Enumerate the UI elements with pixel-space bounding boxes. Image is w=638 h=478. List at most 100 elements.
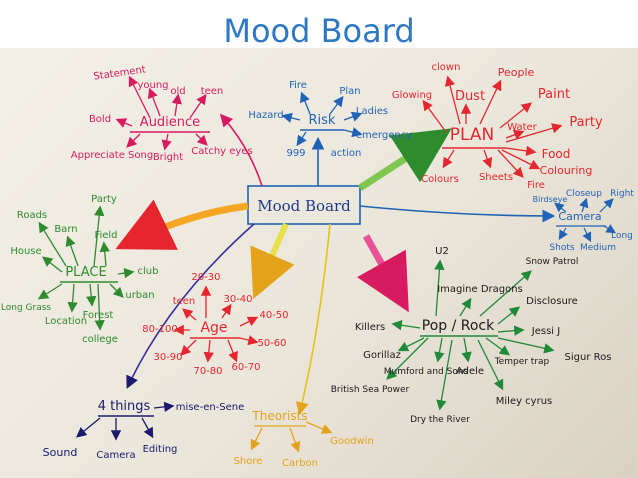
place-word: college bbox=[82, 334, 118, 345]
place-word: Location bbox=[45, 316, 87, 327]
audience-branch bbox=[126, 133, 141, 148]
camera-word: Right bbox=[610, 189, 634, 199]
camera-branch bbox=[558, 227, 568, 241]
age-word: 20-30 bbox=[191, 272, 220, 283]
place-word: Party bbox=[91, 194, 117, 205]
pop-rock-word: British Sea Power bbox=[331, 385, 410, 395]
pop-rock-branch bbox=[391, 320, 421, 331]
theorists-word: Shore bbox=[234, 456, 263, 467]
place-word: urban bbox=[125, 290, 154, 301]
pop-rock-word: Gorillaz bbox=[363, 350, 401, 361]
plan-word: Glowing bbox=[392, 90, 432, 101]
four-things-word: Editing bbox=[143, 444, 178, 455]
plan-branch bbox=[479, 79, 502, 125]
four-things-branch bbox=[153, 401, 175, 413]
audience-label: Audience bbox=[140, 115, 200, 130]
pop-rock-branch bbox=[497, 306, 521, 325]
risk-word: Hazard bbox=[248, 110, 283, 121]
pop-rock-label: Pop / Rock bbox=[422, 318, 495, 334]
pop-rock-word: Imagine Dragons bbox=[437, 284, 523, 295]
audience-word: teen bbox=[201, 86, 224, 97]
four-things-word: Camera bbox=[96, 450, 135, 461]
age-branch bbox=[182, 308, 197, 321]
audience-branch bbox=[195, 133, 208, 146]
risk-word: action bbox=[331, 148, 362, 159]
plan-word: Food bbox=[542, 147, 571, 161]
center-label: Mood Board bbox=[257, 197, 351, 215]
pop-rock-branch bbox=[485, 337, 511, 356]
age-word: teen bbox=[173, 296, 196, 307]
plan-branch bbox=[501, 149, 541, 170]
camera-label: Camera bbox=[558, 210, 601, 223]
pop-rock-word: Jessi J bbox=[531, 326, 560, 337]
age-branch bbox=[203, 339, 214, 363]
pop-rock-branch bbox=[497, 337, 555, 354]
plan-branch bbox=[422, 99, 447, 133]
pop-rock-branch bbox=[497, 325, 525, 336]
connector-plan bbox=[358, 128, 452, 191]
theorists-word: Carbon bbox=[282, 458, 318, 469]
age-branch bbox=[180, 339, 197, 356]
mind-map: Mood Board Audience Statement young old … bbox=[1, 62, 634, 469]
pop-rock-word: Temper trap bbox=[494, 357, 550, 367]
pop-rock-word: Disclosure bbox=[526, 296, 578, 307]
four-things-branch bbox=[141, 417, 154, 439]
camera-word: Long bbox=[611, 231, 633, 241]
pop-rock-branch bbox=[461, 337, 472, 363]
place-word: Long Grass bbox=[1, 303, 52, 313]
camera-branch bbox=[579, 197, 589, 213]
place-branch bbox=[37, 283, 63, 300]
risk-branch bbox=[343, 127, 363, 138]
risk-word: Fire bbox=[289, 80, 307, 91]
age-word: 80-100 bbox=[142, 324, 177, 335]
pop-rock-word: Snow Patrol bbox=[526, 257, 579, 267]
age-word: 60-70 bbox=[231, 362, 260, 373]
plan-word: Colouring bbox=[540, 164, 593, 177]
plan-branch bbox=[442, 149, 455, 169]
age-branch bbox=[227, 339, 238, 363]
plan-branch bbox=[482, 149, 493, 169]
audience-branch bbox=[161, 133, 172, 151]
risk-word: emergency bbox=[356, 130, 412, 141]
plan-word: Colours bbox=[421, 174, 459, 185]
plan-branch bbox=[505, 123, 563, 143]
place-branch bbox=[41, 256, 63, 273]
place-word: Roads bbox=[17, 210, 47, 221]
pop-rock-word: Killers bbox=[355, 322, 385, 333]
connector-pop-rock bbox=[357, 234, 409, 313]
pop-rock-word: Adele bbox=[456, 366, 484, 377]
pop-rock-branch bbox=[477, 339, 504, 391]
theorists-branch bbox=[250, 427, 263, 451]
theorists-label: Theorists bbox=[251, 409, 307, 423]
age-branch bbox=[221, 303, 232, 319]
pop-rock-branch bbox=[434, 259, 445, 317]
pop-rock-branch bbox=[459, 297, 472, 317]
pop-rock-word: Dry the River bbox=[410, 415, 470, 425]
plan-branch bbox=[505, 145, 537, 157]
slide-title: Mood Board bbox=[223, 12, 415, 50]
audience-word: Appreciate Song bbox=[71, 150, 153, 161]
age-word: 30-90 bbox=[153, 352, 182, 363]
age-label: Age bbox=[200, 320, 227, 336]
camera-branch bbox=[554, 202, 567, 213]
risk-branch bbox=[329, 95, 344, 115]
connector-camera bbox=[359, 205, 556, 223]
risk-branch bbox=[281, 112, 301, 123]
four-things-word: Sound bbox=[43, 446, 78, 459]
age-branch bbox=[239, 316, 259, 327]
place-word: Barn bbox=[54, 224, 77, 235]
plan-word: Sheets bbox=[479, 172, 513, 183]
place-word: House bbox=[10, 246, 41, 257]
four-things-word: mise-en-Sene bbox=[176, 402, 245, 413]
audience-branch bbox=[128, 75, 151, 119]
theorists-branch bbox=[305, 421, 333, 434]
four-things-branch bbox=[75, 417, 101, 438]
plan-branch bbox=[499, 102, 533, 129]
connector-audience bbox=[219, 113, 263, 187]
pop-rock-branch bbox=[434, 337, 445, 363]
place-word: Forest bbox=[83, 310, 114, 321]
place-branch bbox=[117, 267, 135, 279]
place-branch bbox=[109, 283, 124, 298]
age-word: 70-80 bbox=[193, 366, 222, 377]
camera-word: Medium bbox=[580, 243, 616, 253]
